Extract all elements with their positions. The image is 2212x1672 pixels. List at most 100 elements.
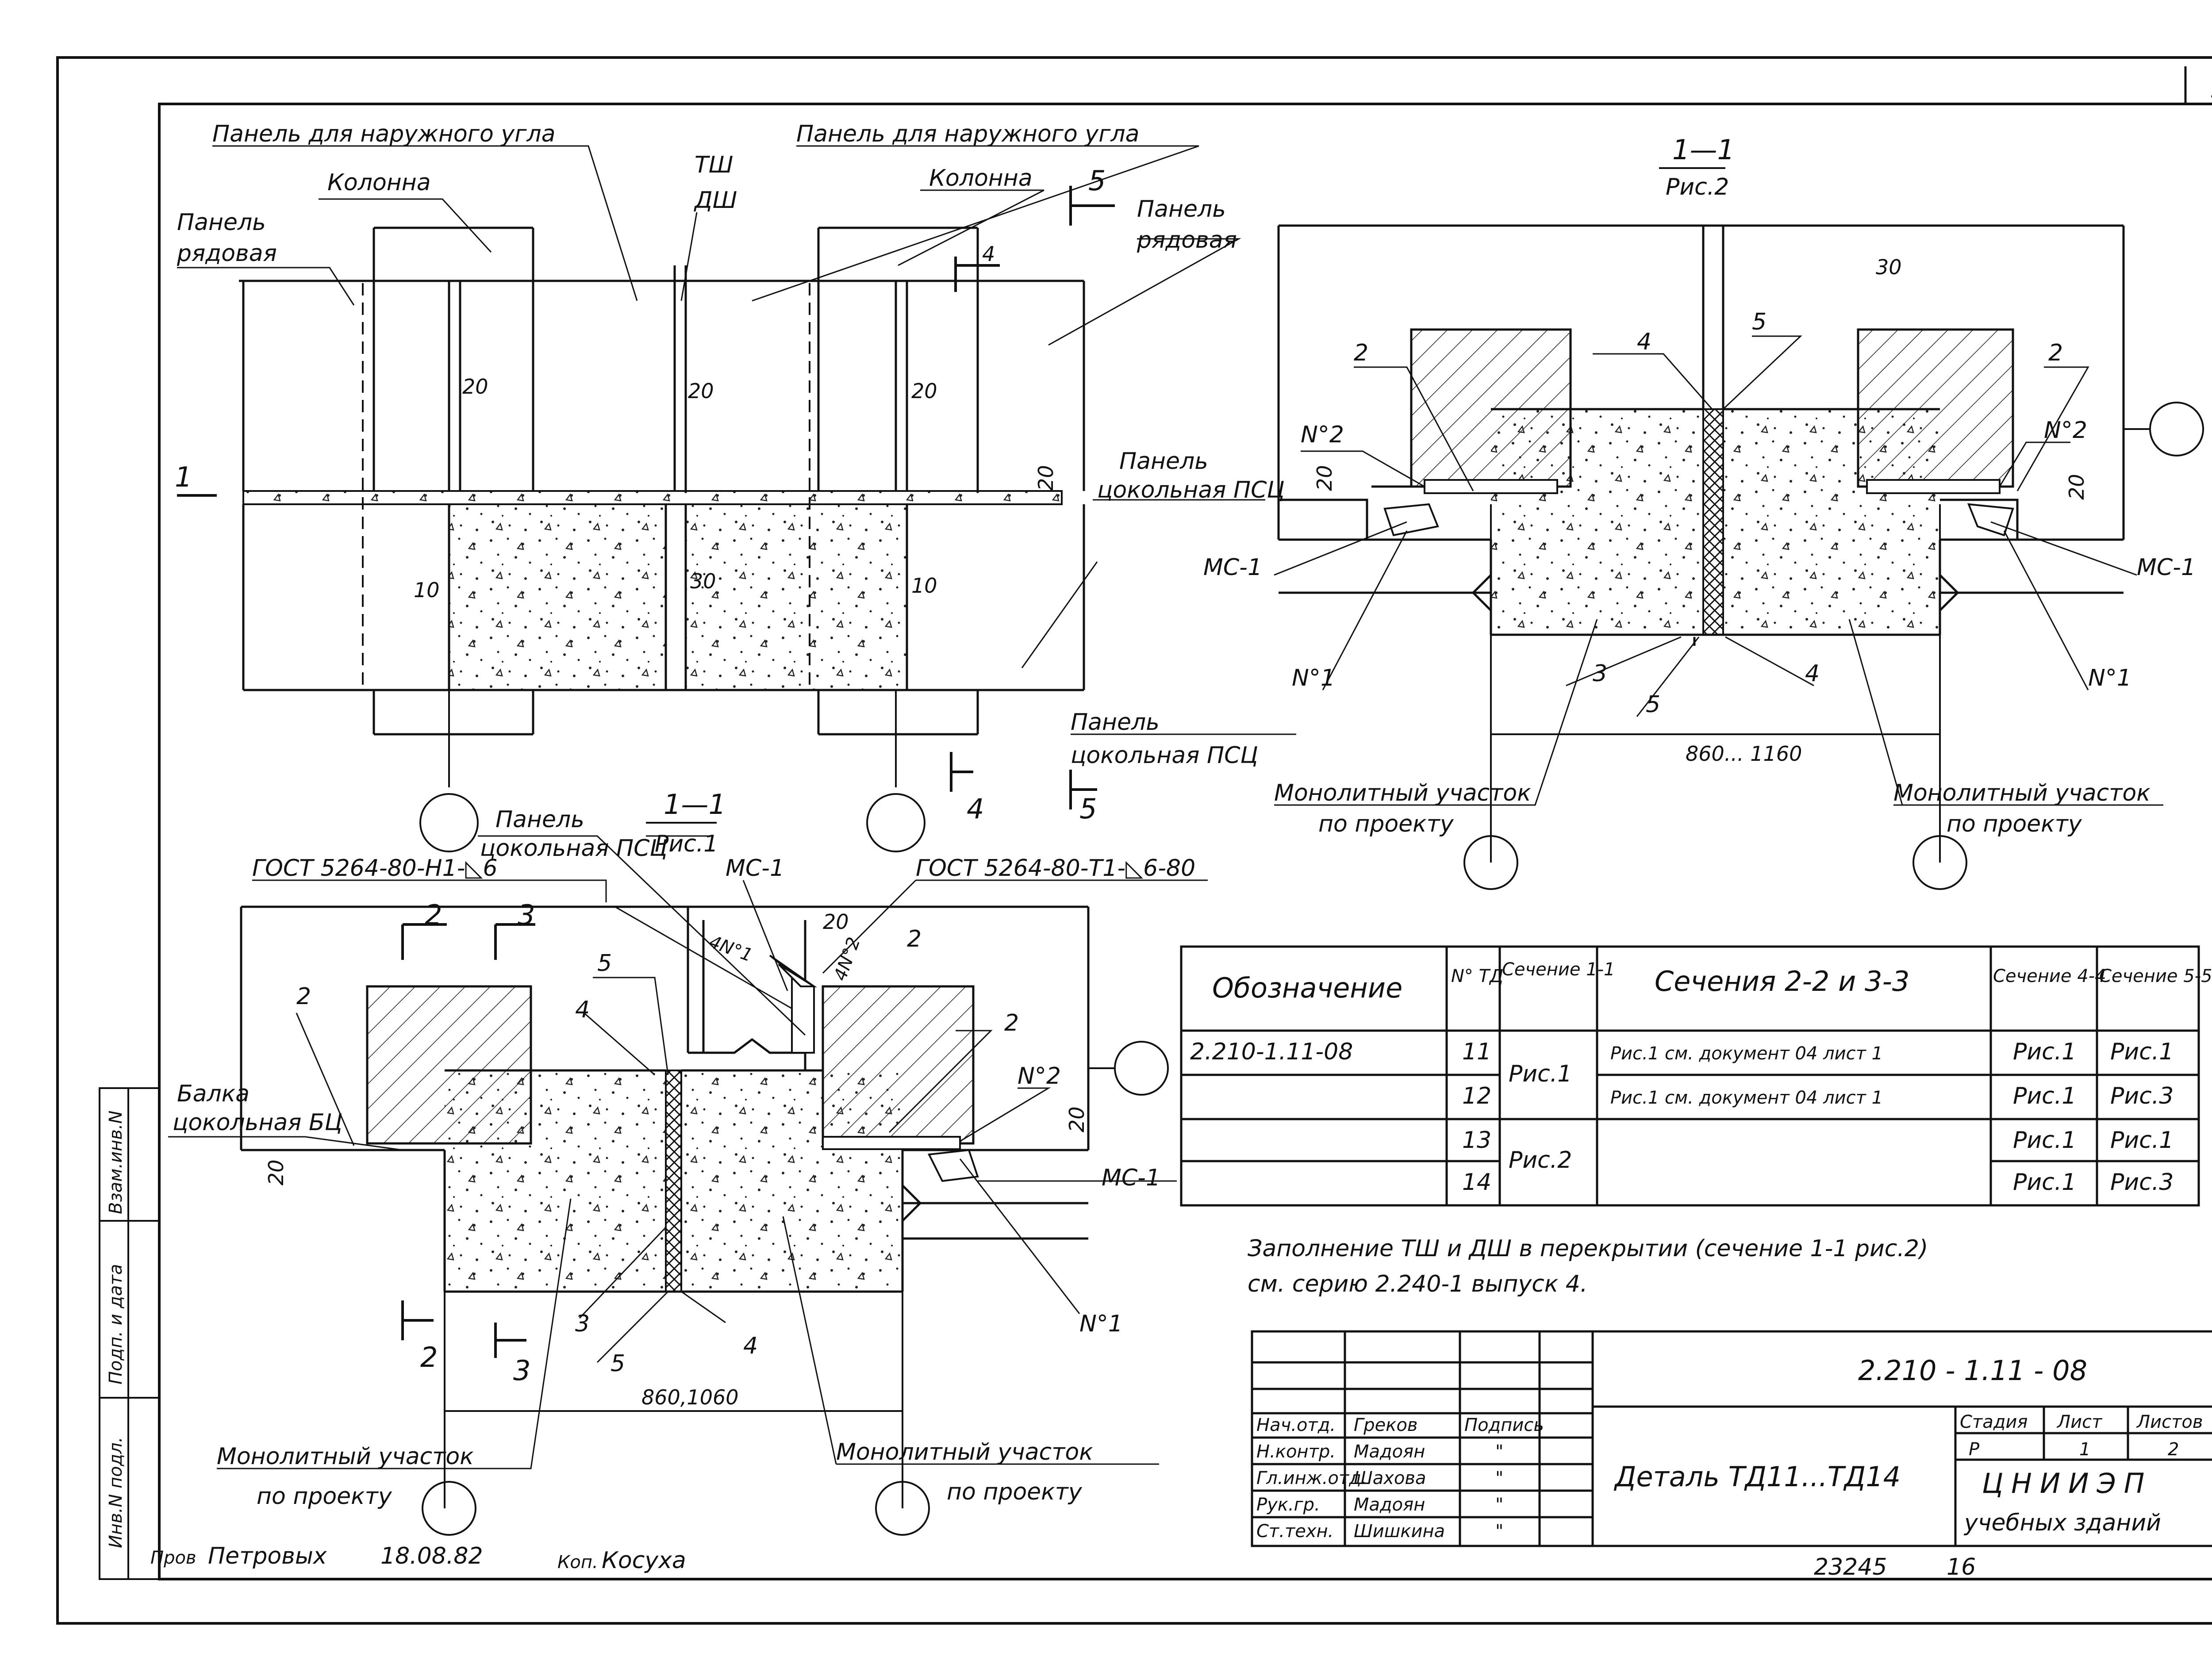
axis-bubble bbox=[419, 793, 479, 852]
sec-b-dim-20r: 20 bbox=[1065, 1106, 1089, 1132]
plan-label-plinth-1: Панель bbox=[1119, 448, 1208, 475]
archive-number: 23245 bbox=[1814, 1554, 1887, 1580]
plan-dim-10a: 10 bbox=[414, 578, 440, 602]
plan-label-column-1: Колонна bbox=[327, 169, 431, 196]
sec11-callout-4t: 4 bbox=[1637, 329, 1651, 355]
sec11-callout-5t: 5 bbox=[1752, 309, 1767, 335]
sec-b-sec-3a: 3 bbox=[518, 899, 535, 931]
plan-monolith-left bbox=[449, 504, 666, 690]
plan-sec-5-top: 5 bbox=[1088, 165, 1106, 197]
title-sheets-header: Листов bbox=[2136, 1412, 2203, 1432]
sec-b-column-left bbox=[366, 985, 532, 1145]
sec-b-callout-5b: 5 bbox=[611, 1350, 625, 1377]
sec-b-sec-3b: 3 bbox=[513, 1354, 530, 1387]
table-cell: Рис.1 bbox=[2013, 1127, 2076, 1154]
table-cell: 2.210-1.11-08 bbox=[1190, 1039, 1353, 1065]
table-cell: Рис.1 bbox=[2013, 1039, 2076, 1065]
plan-dim-30: 30 bbox=[690, 569, 716, 593]
sec-b-ref: Рис.1 bbox=[655, 831, 718, 857]
sec-b-mono-left-1: Монолитный участок bbox=[217, 1443, 474, 1470]
table-cell: Рис.1 bbox=[2013, 1169, 2076, 1196]
person-role: Нач.отд. bbox=[1256, 1415, 1336, 1435]
axis-bubble bbox=[875, 1481, 930, 1536]
table-cell: 11 bbox=[1462, 1039, 1491, 1065]
sec11-callout-2r: 2 bbox=[2048, 340, 2063, 366]
sec11-callout-n2l: N°2 bbox=[1301, 422, 1344, 448]
sheet-frame bbox=[56, 56, 2212, 1625]
person-name: Греков bbox=[1354, 1415, 1418, 1435]
person-name: Мадоян bbox=[1354, 1442, 1425, 1462]
sec11-callout-n1r: N°1 bbox=[2088, 665, 2131, 691]
table-header-td: N° ТД bbox=[1451, 966, 1503, 986]
axis-bubble bbox=[1463, 835, 1518, 890]
note-line-2: см. серию 2.240-1 выпуск 4. bbox=[1248, 1271, 1587, 1297]
sec11-dim-30: 30 bbox=[1876, 255, 1902, 279]
plan-dim-10b: 10 bbox=[911, 574, 937, 598]
sec11-mono-left-1: Монолитный участок bbox=[1274, 780, 1531, 806]
sec-b-column-right bbox=[822, 985, 975, 1145]
plan-sec-4-bot: 4 bbox=[967, 793, 984, 825]
side-inv: Инв.N подл. bbox=[106, 1437, 126, 1548]
sec-b-beam-1: Балка bbox=[177, 1081, 250, 1107]
table-cell: Рис.1 см. документ 04 лист 1 bbox=[1610, 1088, 1883, 1108]
table-cell: 12 bbox=[1462, 1083, 1491, 1109]
plan-label-row-panel-left-2: рядовая bbox=[177, 240, 277, 267]
person-sign: " bbox=[1495, 1521, 1503, 1542]
person-sign: " bbox=[1495, 1495, 1503, 1515]
sec-b-sec-2b: 2 bbox=[420, 1341, 438, 1373]
title-sign-header: Подпись bbox=[1464, 1415, 1544, 1435]
plan-label-row-panel-right-1: Панель bbox=[1137, 196, 1226, 222]
sec-b-joint-fill bbox=[665, 1070, 682, 1292]
sec11-mono-right-2: по проекту bbox=[1947, 811, 2082, 837]
sec-b-dim-20: 20 bbox=[264, 1159, 288, 1185]
person-sign: " bbox=[1495, 1468, 1503, 1488]
sec-b-beam-2: цокольная БЦ bbox=[173, 1109, 342, 1136]
sec11-callout-4b: 4 bbox=[1805, 660, 1820, 687]
table-header-sec22: Сечения 2-2 и 3-3 bbox=[1655, 965, 1909, 997]
checked-label: Пров bbox=[150, 1548, 196, 1568]
checked-date: 18.08.82 bbox=[380, 1543, 483, 1569]
sec-b-callout-n1: N°1 bbox=[1079, 1311, 1123, 1337]
sec-b-callout-4b: 4 bbox=[743, 1333, 758, 1359]
table-cell: Рис.1 см. документ 04 лист 1 bbox=[1610, 1043, 1883, 1064]
section-1-1-fig2: 1—1 Рис.2 bbox=[1203, 134, 2204, 890]
sec11-callout-2l: 2 bbox=[1354, 340, 1368, 366]
sec-b-mc1-top: МС-1 bbox=[726, 855, 784, 882]
plan-label-plinth-b1: Панель bbox=[1071, 709, 1160, 736]
sec-b-num: 1—1 bbox=[664, 788, 726, 821]
sec11-callout-mc1r: МС-1 bbox=[2137, 554, 2196, 581]
sec-b-callout-2a: 2 bbox=[296, 983, 311, 1010]
side-stamp bbox=[99, 1087, 160, 1580]
plan-dim-20b: 20 bbox=[688, 379, 714, 403]
sec-b-mono-left-2: по проекту bbox=[257, 1483, 392, 1510]
sec11-callout-mc1l: МС-1 bbox=[1203, 554, 1262, 581]
table-header-designation: Обозначение bbox=[1212, 972, 1402, 1004]
sec-b-dim-span: 860,1060 bbox=[641, 1385, 739, 1409]
table-cell: Рис.1 bbox=[2110, 1127, 2174, 1154]
plan-label-plinth-b2: цокольная ПСЦ bbox=[1071, 742, 1258, 769]
person-sign: " bbox=[1495, 1442, 1503, 1462]
sec-b-mc1-right: МС-1 bbox=[1102, 1165, 1160, 1191]
side-repl: Взам.инв.N bbox=[106, 1111, 126, 1214]
sec11-dim-20l: 20 bbox=[1313, 465, 1336, 491]
table-header-sec44: Сечение 4-4 bbox=[1993, 966, 2106, 986]
title-block: 2.210 - 1.11 - 08 Деталь ТД11...ТД14 Ста… bbox=[1251, 1330, 2212, 1580]
axis-bubble bbox=[866, 793, 926, 852]
table-cell: 14 bbox=[1462, 1169, 1491, 1196]
plan-label-joint-top: ТШ bbox=[695, 152, 733, 178]
sec-b-mono-right-1: Монолитный участок bbox=[836, 1439, 1093, 1465]
table-cell: Рис.3 bbox=[2110, 1169, 2174, 1196]
plan-label-plinth-2: цокольная ПСЦ bbox=[1097, 477, 1285, 503]
person-role: Н.контр. bbox=[1256, 1442, 1336, 1462]
title-sheet-header: Лист bbox=[2056, 1412, 2103, 1432]
sec11-mono-right-1: Монолитный участок bbox=[1893, 780, 2151, 806]
plan-dim-20d: 20 bbox=[1034, 465, 1058, 491]
sec11-joint-fill bbox=[1702, 408, 1724, 636]
sec-b-callout-4a: 4 bbox=[575, 997, 590, 1023]
title-sheet: 1 bbox=[2079, 1439, 2090, 1460]
title-org-1: ЦНИИЭП bbox=[1982, 1467, 2152, 1499]
table-cell: Рис.3 bbox=[2110, 1083, 2174, 1109]
table-header-sec11: Сечение 1-1 bbox=[1502, 959, 1615, 980]
person-role: Гл.инж.отд. bbox=[1256, 1468, 1367, 1488]
